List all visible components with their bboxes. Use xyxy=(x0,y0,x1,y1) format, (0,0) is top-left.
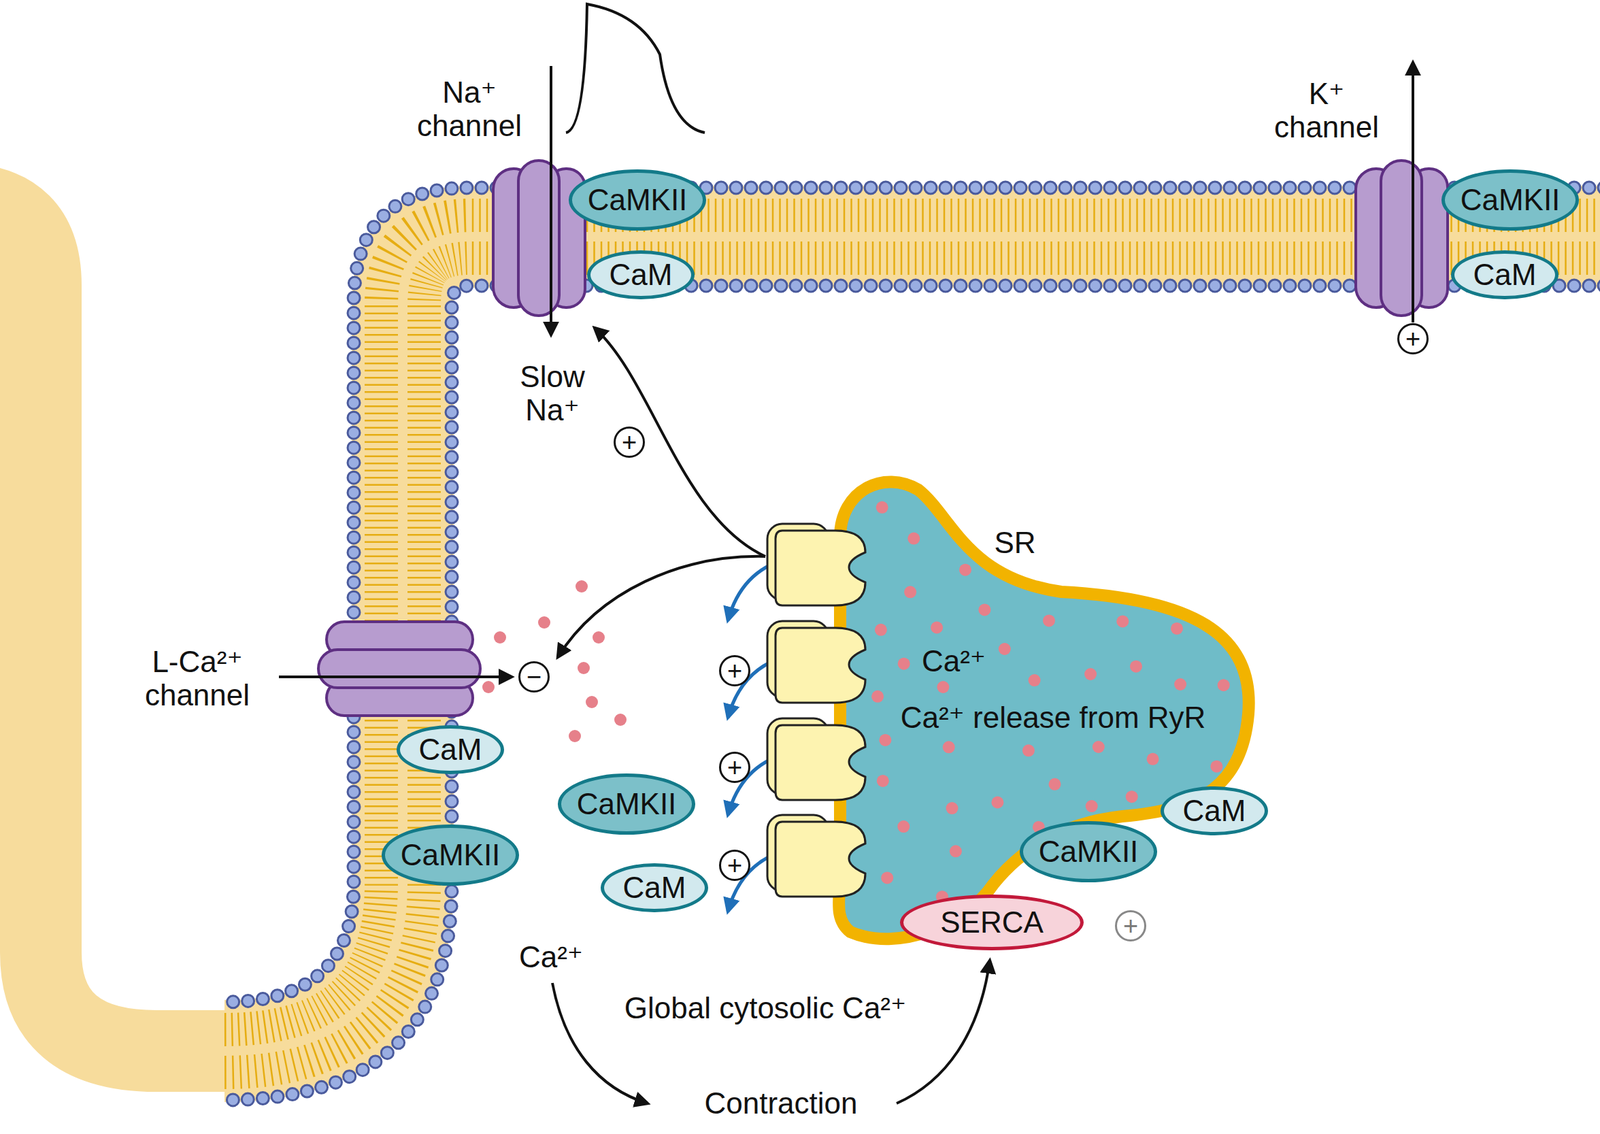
node-text: CaMKII xyxy=(400,838,501,872)
ryr-part xyxy=(775,725,866,800)
calcium-dot xyxy=(1174,678,1187,691)
calcium-dots xyxy=(482,580,627,743)
calcium-dot xyxy=(1116,614,1129,628)
sr-membrane xyxy=(838,481,1249,939)
ryr-part xyxy=(775,821,866,897)
annotation-label: Contraction xyxy=(704,1086,858,1120)
calmodulin-ellipse: CaM xyxy=(587,250,695,300)
calcium-dot xyxy=(946,802,959,815)
organelle-text: Ca²⁺ xyxy=(921,644,986,678)
node-text: CaM xyxy=(609,258,673,292)
node-text: CaMKII xyxy=(576,787,677,821)
annotation-label: Global cytosolic Ca²⁺ xyxy=(624,991,907,1025)
sign-symbol: + xyxy=(613,426,645,458)
na-channel xyxy=(493,160,586,316)
sign-symbol: + xyxy=(1114,910,1147,942)
sarcoplasmic-reticulum: SR Ca²⁺ Ca²⁺ release from RyR xyxy=(755,462,1266,966)
node-text: CaM xyxy=(1182,794,1247,828)
calcium-dot xyxy=(998,642,1011,656)
calcium-dot xyxy=(874,623,888,637)
calcium-dot xyxy=(1085,800,1098,813)
kinase-ellipse: CaMKII xyxy=(568,169,707,231)
calcium-dot xyxy=(907,532,920,545)
k-channel xyxy=(1355,160,1448,316)
calcium-dot xyxy=(1146,753,1160,766)
calcium-dot xyxy=(930,621,943,635)
calcium-dot xyxy=(1217,678,1230,692)
calcium-dot xyxy=(897,820,910,833)
calcium-dot xyxy=(936,680,949,694)
calcium-dot xyxy=(878,734,892,747)
action-potential-trace xyxy=(565,4,705,133)
annotation-label: Na⁺ channel xyxy=(401,75,538,143)
calmodulin-ellipse: CaM xyxy=(600,863,709,913)
lipid-bilayer xyxy=(224,187,1600,1100)
calmodulin-ellipse: CaM xyxy=(1160,786,1269,836)
ryr-part xyxy=(775,627,866,703)
calcium-dot xyxy=(1042,614,1056,627)
kinase-ellipse: CaMKII xyxy=(1019,821,1158,883)
calcium-dot xyxy=(876,774,890,788)
kinase-ellipse: CaMKII xyxy=(1441,169,1580,231)
ryr-channel xyxy=(767,718,866,800)
sr-calcium-dots xyxy=(871,501,1230,903)
calcium-dot xyxy=(1210,760,1223,773)
calmodulin-ellipse: CaM xyxy=(396,725,505,775)
calcium-dot xyxy=(991,796,1004,809)
calcium-dot xyxy=(1125,790,1139,803)
calcium-dot xyxy=(1170,622,1183,635)
calcium-dot xyxy=(880,871,894,884)
calmodulin-ellipse: CaM xyxy=(1451,250,1559,300)
node-text: SERCA xyxy=(940,906,1044,939)
calcium-dot xyxy=(871,690,884,703)
ryr-channel xyxy=(767,621,866,703)
sign-symbol: − xyxy=(518,661,550,693)
calcium-dot xyxy=(949,844,962,858)
organelle-label: SR xyxy=(993,526,1036,560)
calcium-dot xyxy=(1022,744,1035,757)
annotation-label: Slow Na⁺ xyxy=(494,359,611,428)
calcium-dot xyxy=(959,563,972,577)
calcium-dot xyxy=(978,603,991,616)
l-ca-channel xyxy=(318,621,481,716)
node-text: CaM xyxy=(1473,258,1537,292)
node-text: CaM xyxy=(623,871,687,905)
sign-symbol: + xyxy=(1397,323,1429,355)
organelle-text: Ca²⁺ release from RyR xyxy=(900,701,1207,735)
ryr-channel xyxy=(767,814,866,897)
kinase-ellipse: CaMKII xyxy=(381,824,520,886)
calcium-dot xyxy=(1092,740,1105,754)
annotation-label: Ca²⁺ xyxy=(519,940,583,974)
calcium-dot xyxy=(1028,674,1041,687)
pump-ellipse: SERCA xyxy=(900,894,1084,951)
ryr-part xyxy=(775,530,866,606)
sign-symbol: + xyxy=(719,751,751,783)
kinase-ellipse: CaMKII xyxy=(557,773,696,835)
sign-symbol: + xyxy=(719,655,751,687)
calcium-dot xyxy=(876,501,889,514)
calcium-dot xyxy=(897,657,911,671)
t-tubule-band xyxy=(0,204,232,1052)
ryr-channel xyxy=(767,523,866,606)
node-text: CaMKII xyxy=(1038,835,1139,869)
annotation-label: K⁺ channel xyxy=(1258,76,1395,145)
node-text: CaMKII xyxy=(1460,183,1561,217)
node-text: CaM xyxy=(419,733,483,766)
calcium-dot xyxy=(942,740,956,754)
calcium-dot xyxy=(1129,660,1143,673)
sign-symbol: + xyxy=(719,849,751,881)
node-text: CaMKII xyxy=(587,183,688,217)
arrows xyxy=(278,62,1413,1104)
annotation-label: L-Ca²⁺ channel xyxy=(124,644,271,713)
calcium-dot xyxy=(904,585,917,598)
calcium-dot xyxy=(1048,778,1062,791)
calcium-dot xyxy=(1084,668,1097,681)
